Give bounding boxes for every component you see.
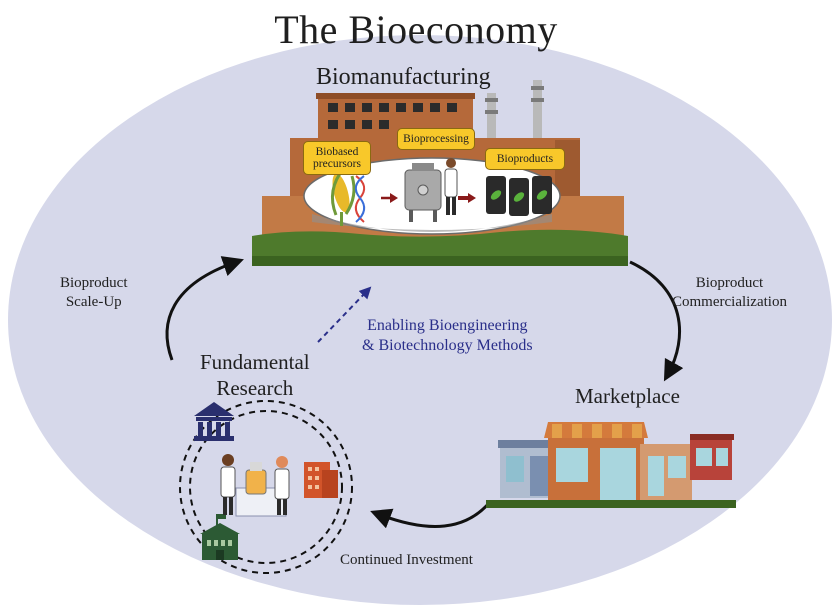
page-title: The Bioeconomy — [274, 7, 558, 52]
scientist-icon — [444, 158, 458, 215]
step-biobased-precursors-line1: Biobased — [315, 146, 359, 158]
edge-commercialization-line2: Commercialization — [672, 294, 787, 310]
edge-enabling-line2: & Biotechnology Methods — [362, 337, 533, 354]
step-bioproducts-tag: Bioproducts — [485, 148, 565, 170]
node-biomanufacturing-label: Biomanufacturing — [316, 64, 491, 90]
step-bioprocessing-tag: Bioprocessing — [397, 128, 475, 150]
research-cluster — [179, 400, 353, 574]
bioreactor-icon — [404, 163, 442, 222]
edge-scale-up-label: Bioproduct Scale-Up — [60, 274, 128, 312]
government-building-icon — [200, 514, 240, 560]
edge-scale-up-line1: Bioproduct — [60, 275, 128, 291]
edge-enabling-label: Enabling Bioengineering & Biotechnology … — [362, 316, 533, 356]
step-biobased-precursors-line2: precursors — [313, 158, 361, 170]
dna-icon — [354, 175, 366, 223]
edge-scale-up-line2: Scale-Up — [65, 294, 122, 310]
continued-investment-arrow — [370, 501, 492, 529]
storefront-icon — [486, 422, 736, 508]
edge-commercialization-line1: Bioproduct — [695, 275, 764, 291]
edge-continued-investment-label: Continued Investment — [340, 552, 473, 568]
smokestack-icon — [485, 80, 544, 141]
node-marketplace-label: Marketplace — [575, 384, 680, 408]
node-fundamental-research-line2: Research — [216, 376, 294, 400]
commercialization-arrow — [629, 260, 684, 382]
enabling-dashed-arrow — [317, 286, 372, 343]
edge-enabling-line1: Enabling Bioengineering — [367, 317, 528, 334]
node-fundamental-research-line1: Fundamental — [200, 350, 310, 374]
lab-scientists-icon — [220, 454, 290, 517]
office-building-icon — [304, 462, 338, 498]
scale-up-arrow — [165, 256, 244, 361]
edge-commercialization-label: Bioproduct Commercialization — [672, 274, 787, 312]
node-fundamental-research-label: Fundamental Research — [200, 349, 310, 401]
step-biobased-precursors-tag: Biobased precursors — [303, 141, 371, 175]
leaf-icon — [490, 190, 548, 202]
university-icon — [194, 402, 234, 441]
